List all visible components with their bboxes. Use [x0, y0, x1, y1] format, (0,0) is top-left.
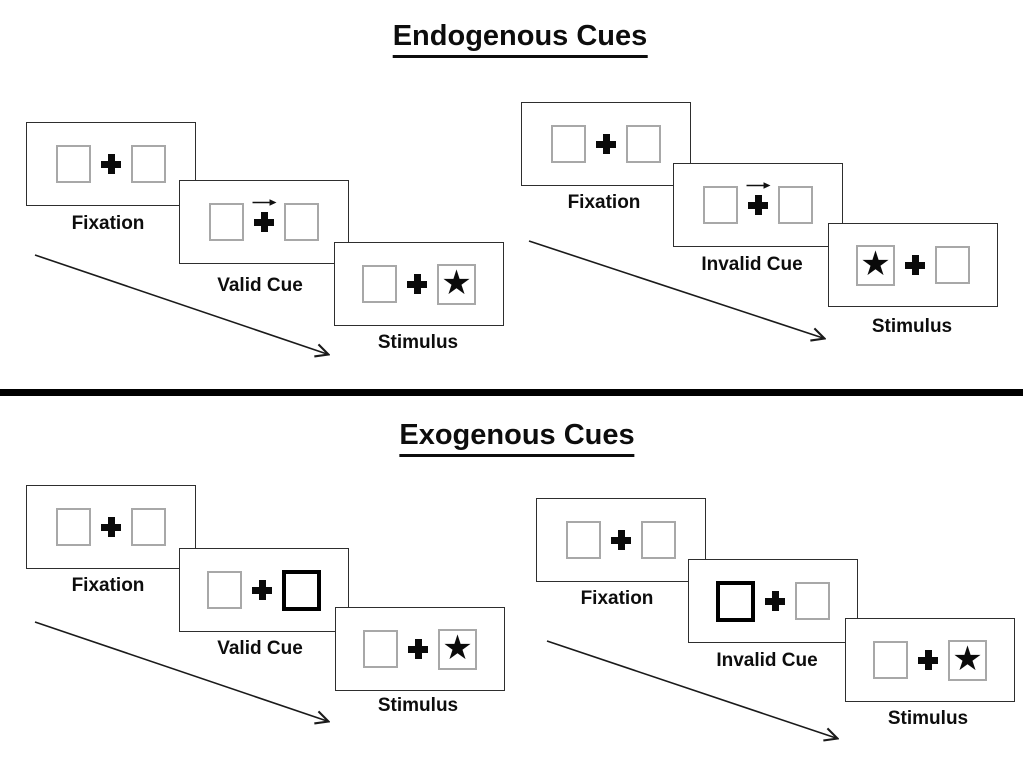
- section-title-exogenous: Exogenous Cues: [399, 419, 635, 457]
- fixation-cross-icon: [748, 195, 768, 215]
- panel-invalid-cue: [673, 163, 843, 247]
- sequence-arrow: [528, 240, 831, 346]
- fixation-cross-icon: [596, 134, 616, 154]
- fixation-cross-icon: [101, 517, 121, 537]
- section-title-text: Endogenous Cues: [392, 20, 648, 58]
- left-placeholder-box: [207, 571, 242, 609]
- panel-label: Fixation: [71, 575, 145, 596]
- panel-invalid-cue: [688, 559, 858, 643]
- panel-label: Stimulus: [871, 316, 953, 337]
- right-placeholder-box: [778, 186, 813, 224]
- panel-stimulus: ★: [334, 242, 504, 326]
- panel-fixation: [521, 102, 691, 186]
- right-placeholder-box: [131, 145, 166, 183]
- star-icon: ★: [860, 245, 891, 283]
- panel-label: Valid Cue: [217, 638, 303, 659]
- panel-valid-cue: [179, 548, 349, 632]
- left-placeholder-box: [56, 145, 91, 183]
- fixation-cross-icon: [408, 639, 428, 659]
- fixation-cross-icon: [905, 255, 925, 275]
- left-placeholder-box: [551, 125, 586, 163]
- left-placeholder-box: [362, 265, 397, 303]
- panel-label: Stimulus: [887, 708, 969, 729]
- left-placeholder-box: [703, 186, 738, 224]
- panel-label: Fixation: [71, 213, 145, 234]
- left-placeholder-box: [209, 203, 244, 241]
- left-placeholder-box: [566, 521, 601, 559]
- fixation-cross-icon: [252, 580, 272, 600]
- fixation-cross-icon: [254, 212, 274, 232]
- fixation-cross-icon: [611, 530, 631, 550]
- right-placeholder-box: [795, 582, 830, 620]
- right-placeholder-box: [131, 508, 166, 546]
- fixation-cross-icon: [407, 274, 427, 294]
- cue-arrow-icon: [252, 199, 277, 206]
- panel-label: Stimulus: [377, 695, 459, 716]
- section-title-endogenous: Endogenous Cues: [392, 20, 648, 58]
- sequence-arrow: [34, 621, 335, 729]
- panel-fixation: [26, 122, 196, 206]
- panel-stimulus: ★: [335, 607, 505, 691]
- star-icon: ★: [442, 629, 473, 667]
- sequence-arrow: [546, 640, 844, 746]
- panel-label: Fixation: [580, 588, 654, 609]
- left-placeholder-box: [873, 641, 908, 679]
- left-placeholder-box: [56, 508, 91, 546]
- right-placeholder-box: [641, 521, 676, 559]
- left-placeholder-box: [363, 630, 398, 668]
- cue-arrow-icon: [746, 182, 771, 189]
- panel-label: Valid Cue: [217, 275, 303, 296]
- right-cue-highlight-box: [282, 569, 321, 611]
- left-stimulus-box: ★: [856, 244, 895, 286]
- fixation-cross-icon: [101, 154, 121, 174]
- left-cue-highlight-box: [716, 580, 755, 622]
- panel-label: Invalid Cue: [716, 650, 818, 671]
- panel-stimulus: ★: [828, 223, 998, 307]
- star-icon: ★: [441, 264, 472, 302]
- right-placeholder-box: [935, 246, 970, 284]
- fixation-cross-icon: [765, 591, 785, 611]
- panel-label: Stimulus: [377, 332, 459, 353]
- section-title-text: Exogenous Cues: [399, 419, 635, 457]
- right-stimulus-box: ★: [437, 263, 476, 305]
- right-placeholder-box: [626, 125, 661, 163]
- right-placeholder-box: [284, 203, 319, 241]
- panel-fixation: [26, 485, 196, 569]
- section-divider: [0, 389, 1023, 396]
- panel-valid-cue: [179, 180, 349, 264]
- right-stimulus-box: ★: [948, 639, 987, 681]
- right-stimulus-box: ★: [438, 628, 477, 670]
- panel-label: Invalid Cue: [701, 254, 803, 275]
- star-icon: ★: [952, 640, 983, 678]
- panel-fixation: [536, 498, 706, 582]
- panel-stimulus: ★: [845, 618, 1015, 702]
- sequence-arrow: [34, 254, 335, 362]
- panel-label: Fixation: [567, 192, 641, 213]
- fixation-cross-icon: [918, 650, 938, 670]
